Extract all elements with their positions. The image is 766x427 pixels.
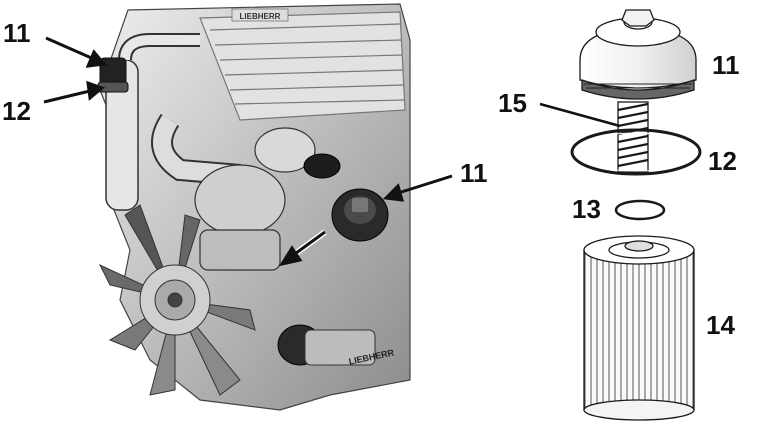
oil-filler-cap [303, 153, 341, 179]
callout-12-left: 12 [2, 96, 31, 126]
small-o-ring [614, 199, 666, 221]
oil-filter-housing [331, 188, 389, 242]
cooling-fan [98, 204, 256, 396]
arrow-11-upper [45, 36, 97, 62]
engine-badge-top: LIEBHERR [240, 12, 281, 21]
filter-element [583, 235, 695, 421]
filter-cap [579, 9, 697, 100]
callout-14-filter-element: 14 [706, 310, 735, 340]
leader-15 [539, 102, 621, 128]
callout-11-upper-left: 11 [3, 18, 31, 48]
arrow-inner [291, 230, 326, 258]
valve-cover [199, 11, 406, 121]
callout-11-engine-right: 11 [460, 158, 488, 188]
starter-motor [277, 324, 376, 366]
arrow-inner-head [278, 245, 303, 267]
engine-badge-top-plate [231, 8, 289, 22]
arrow-11-right-head [382, 183, 405, 202]
arrow-11-upper-head [85, 49, 107, 68]
engine-illustration: LIEBHERR LIEBHERR [43, 3, 453, 411]
filter-exploded-view [539, 9, 702, 421]
callout-15-spring: 15 [498, 88, 527, 118]
arrow-11-right [394, 174, 453, 196]
arrow-12-left [43, 88, 95, 104]
manifold [194, 127, 316, 271]
cap-threads [584, 83, 692, 89]
callout-11-cap: 11 [712, 50, 740, 80]
large-o-ring [570, 128, 702, 176]
arrow-12-left-head [86, 80, 105, 101]
spring [617, 101, 649, 173]
callout-12-o-ring: 12 [708, 146, 737, 176]
callout-arrows [43, 36, 453, 267]
callout-13-small-ring: 13 [572, 194, 601, 224]
